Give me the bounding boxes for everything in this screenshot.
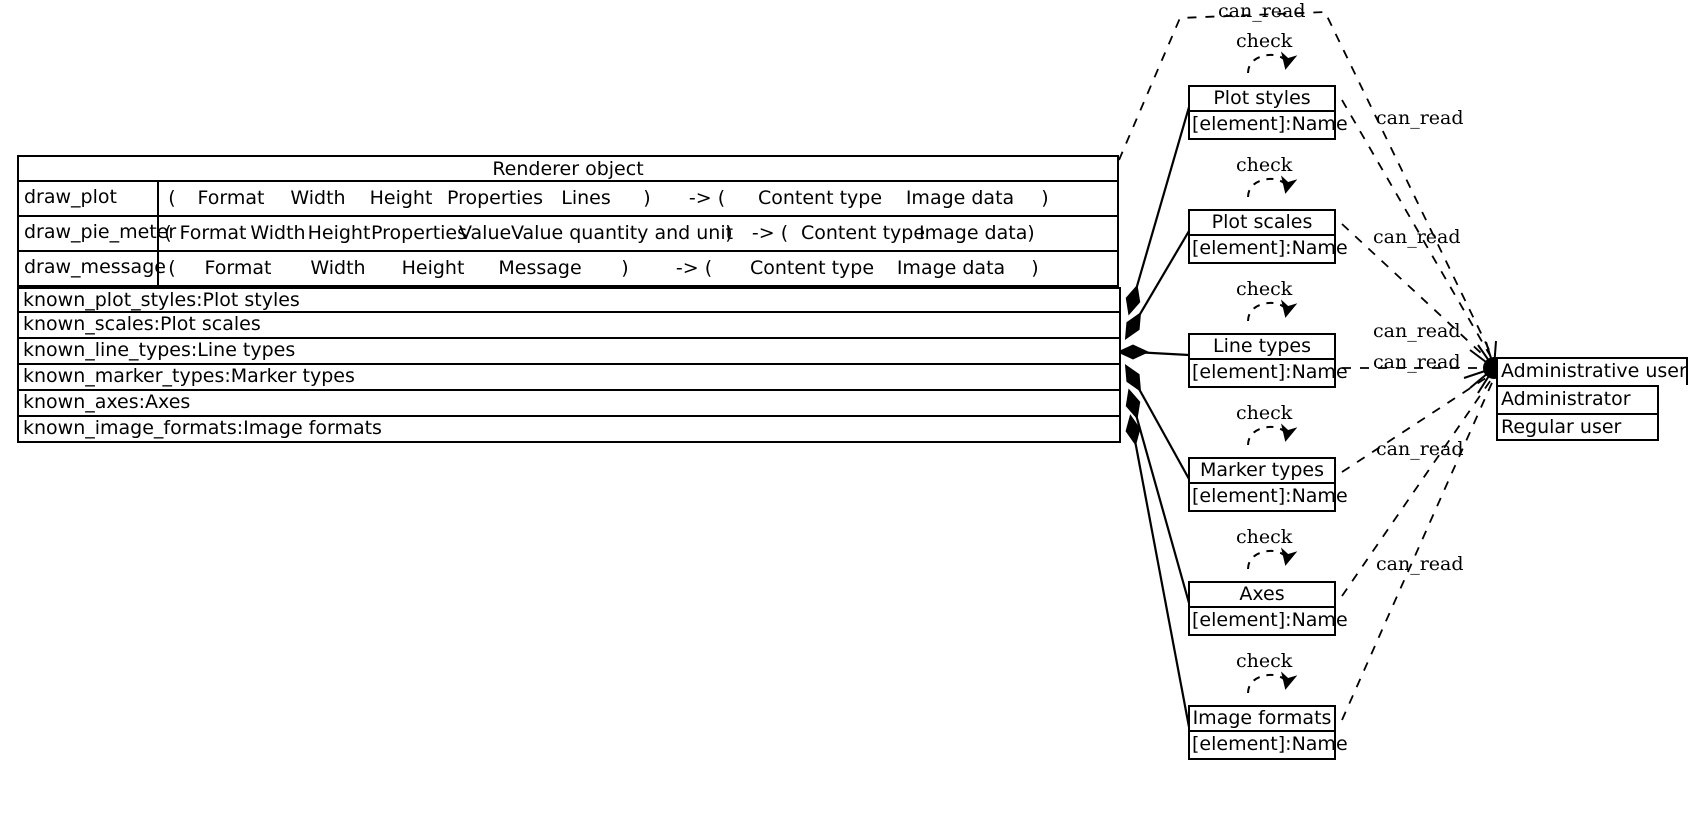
edge-label-check: check (1236, 402, 1293, 424)
sig-token: Format (179, 222, 247, 244)
sig-token: Height (401, 257, 465, 279)
element-body: [element]:Name (1188, 484, 1348, 512)
renderer-object-class: Renderer object draw_plot ( Format Width… (17, 155, 1121, 443)
sig-token: Value (459, 222, 512, 244)
sig-token: Content type (757, 187, 883, 209)
sig-token: Width (250, 222, 306, 244)
actor-box-administrative-user: Administrative user Administrator Regula… (1496, 357, 1688, 441)
sig-token: Height (369, 187, 433, 209)
edge-label-can-read: can_read (1376, 438, 1464, 460)
edge-label-check: check (1236, 30, 1293, 52)
sig-token: Image data (896, 257, 1006, 279)
sig-token: Properties (371, 222, 468, 244)
attribute-row-known-axes: known_axes:Axes (17, 391, 1121, 417)
sig-arrow: -> ( (688, 187, 726, 209)
renderer-title: Renderer object (17, 155, 1119, 182)
sig-token: Height (307, 222, 371, 244)
sig-token: ) (725, 222, 733, 244)
sig-arrow: -> ( (675, 257, 713, 279)
sig-token: ) (621, 257, 629, 279)
sig-token: ) (1027, 222, 1035, 244)
edge-label-can-read: can_read (1376, 553, 1464, 575)
sig-token: Width (310, 257, 366, 279)
method-signature: ( Format Width Height Properties Value V… (159, 217, 1117, 250)
actor-role-regular-user: Regular user (1496, 413, 1659, 441)
sig-token: Content type (749, 257, 875, 279)
element-body: [element]:Name (1188, 608, 1348, 636)
element-body: [element]:Name (1188, 236, 1348, 264)
attribute-row-known-marker-types: known_marker_types:Marker types (17, 365, 1121, 391)
element-title: Image formats (1188, 705, 1336, 732)
edge-label-check: check (1236, 526, 1293, 548)
sig-arrow: -> ( (751, 222, 789, 244)
attribute-row-known-image-formats: known_image_formats:Image formats (17, 417, 1121, 443)
element-title: Plot styles (1188, 85, 1336, 112)
composition-edges (1131, 106, 1191, 728)
method-row-draw-pie-meter: draw_pie_meter ( Format Width Height Pro… (17, 217, 1119, 252)
attribute-row-known-plot-styles: known_plot_styles:Plot styles (17, 287, 1121, 313)
can-read-edges (1118, 11, 1496, 721)
sig-token: ) (1031, 257, 1039, 279)
check-edges (1247, 51, 1298, 694)
attribute-row-known-line-types: known_line_types:Line types (17, 339, 1121, 365)
sig-token: ( (164, 222, 172, 244)
sig-token: Format (197, 187, 265, 209)
element-title: Marker types (1188, 457, 1336, 484)
element-body: [element]:Name (1188, 360, 1348, 388)
sig-token: Value quantity and unit (511, 222, 734, 244)
element-box-axes: Axes [element]:Name (1188, 581, 1348, 636)
sig-token: Properties (446, 187, 544, 209)
edge-label-can-read: can_read (1373, 320, 1461, 342)
sig-token: Image data (919, 222, 1028, 244)
sig-token: ) (1041, 187, 1049, 209)
element-body: [element]:Name (1188, 112, 1348, 140)
element-box-plot-styles: Plot styles [element]:Name (1188, 85, 1348, 140)
edge-label-check: check (1236, 278, 1293, 300)
sig-token: ) (643, 187, 651, 209)
sig-token: Width (290, 187, 346, 209)
element-title: Line types (1188, 333, 1336, 360)
composition-diamonds (1116, 284, 1150, 446)
element-title: Plot scales (1188, 209, 1336, 236)
sig-token: Message (498, 257, 582, 279)
method-row-draw-message: draw_message ( Format Width Height Messa… (17, 252, 1119, 287)
method-signature: ( Format Width Height Message ) -> ( Con… (159, 252, 1117, 285)
method-name: draw_plot (19, 182, 159, 215)
sig-token: Lines (561, 187, 611, 209)
element-title: Axes (1188, 581, 1336, 608)
sig-token: ( (168, 187, 176, 209)
sig-token: Content type (801, 222, 926, 244)
method-name: draw_pie_meter (19, 217, 176, 250)
sig-token: Image data (905, 187, 1015, 209)
edge-label-can-read: can_read (1376, 107, 1464, 129)
attribute-row-known-scales: known_scales:Plot scales (17, 313, 1121, 339)
element-body: [element]:Name (1188, 732, 1348, 760)
sig-token: ( (168, 257, 176, 279)
element-box-image-formats: Image formats [element]:Name (1188, 705, 1348, 760)
element-box-plot-scales: Plot scales [element]:Name (1188, 209, 1348, 264)
actor-title: Administrative user (1496, 357, 1688, 385)
element-box-marker-types: Marker types [element]:Name (1188, 457, 1348, 512)
method-signature: ( Format Width Height Properties Lines )… (159, 182, 1117, 215)
edge-label-can-read: can_read (1373, 226, 1461, 248)
edge-label-check: check (1236, 154, 1293, 176)
method-name: draw_message (19, 252, 166, 285)
edge-label-check: check (1236, 650, 1293, 672)
edge-label-can-read: can_read (1218, 0, 1306, 22)
actor-role-administrator: Administrator (1496, 385, 1659, 413)
element-box-line-types: Line types [element]:Name (1188, 333, 1348, 388)
edge-label-can-read: can_read (1373, 351, 1461, 373)
sig-token: Format (204, 257, 272, 279)
method-row-draw-plot: draw_plot ( Format Width Height Properti… (17, 182, 1119, 217)
